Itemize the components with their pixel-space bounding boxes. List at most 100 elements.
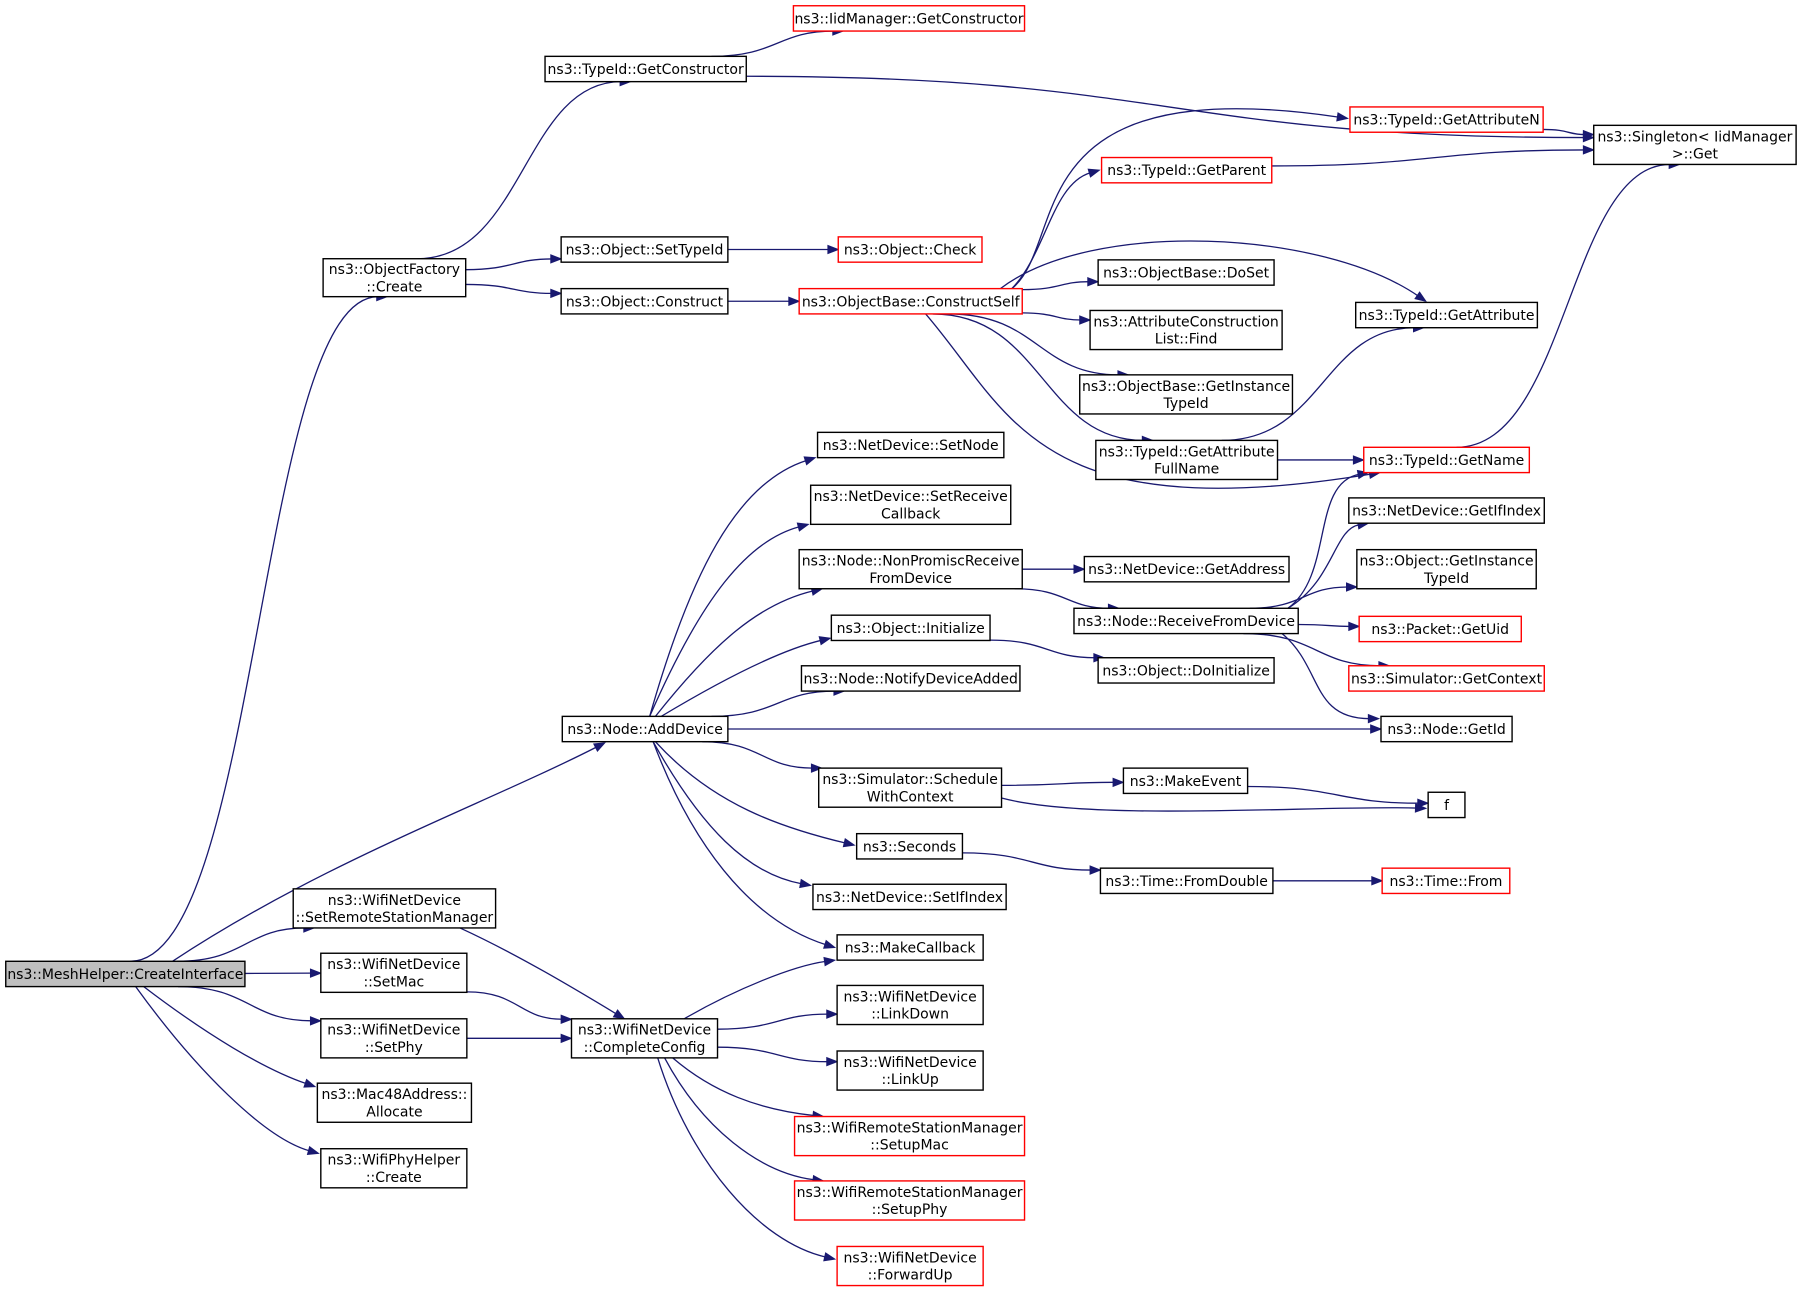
node-wrsm-setup-mac[interactable]: ns3::WifiRemoteStationManager::SetupMac [793, 1115, 1026, 1157]
node-box[interactable] [816, 431, 1005, 459]
node-box[interactable] [1097, 657, 1275, 684]
node-box[interactable] [798, 548, 1023, 590]
node-time-from-double[interactable]: ns3::Time::FromDouble [1099, 867, 1274, 895]
node-node-add-device[interactable]: ns3::Node::AddDevice [561, 715, 729, 743]
node-mac48-allocate[interactable]: ns3::Mac48Address::Allocate [316, 1082, 473, 1123]
node-wifi-link-down[interactable]: ns3::WifiNetDevice::LinkDown [836, 984, 984, 1026]
node-wifi-set-phy[interactable]: ns3::WifiNetDevice::SetPhy [320, 1018, 468, 1059]
node-box[interactable] [1349, 106, 1544, 133]
node-box[interactable] [1348, 497, 1545, 524]
node-node-receive-from-device[interactable]: ns3::Node::ReceiveFromDevice [1073, 607, 1299, 635]
node-box[interactable] [1348, 665, 1545, 692]
node-box[interactable] [1354, 301, 1539, 329]
node-object-check[interactable]: ns3::Object::Check [837, 236, 983, 263]
node-box[interactable] [322, 258, 467, 298]
node-box[interactable] [5, 960, 246, 988]
node-box[interactable] [1089, 309, 1283, 351]
node-box[interactable] [1122, 767, 1249, 795]
node-netdevice-set-node[interactable]: ns3::NetDevice::SetNode [816, 431, 1005, 459]
node-wifi-set-mac[interactable]: ns3::WifiNetDevice::SetMac [320, 952, 468, 994]
node-box[interactable] [1099, 867, 1274, 895]
node-box[interactable] [292, 888, 497, 929]
node-wrsm-setup-phy[interactable]: ns3::WifiRemoteStationManager::SetupPhy [793, 1180, 1026, 1221]
node-box[interactable] [1380, 715, 1513, 743]
node-typeid-get-parent[interactable]: ns3::TypeId::GetParent [1100, 156, 1273, 184]
node-box[interactable] [830, 614, 991, 642]
node-simulator-get-context[interactable]: ns3::Simulator::GetContext [1348, 665, 1545, 692]
node-box[interactable] [836, 1050, 984, 1091]
node-typeid-get-attribute[interactable]: ns3::TypeId::GetAttribute [1354, 301, 1539, 329]
node-box[interactable] [1356, 548, 1537, 590]
node-wifiphyhelper-create[interactable]: ns3::WifiPhyHelper::Create [320, 1148, 468, 1189]
node-object-factory-create[interactable]: ns3::ObjectFactory::Create [322, 258, 467, 298]
node-box[interactable] [836, 1245, 984, 1287]
node-typeid-get-constructor[interactable]: ns3::TypeId::GetConstructor [544, 55, 747, 83]
node-box[interactable] [1097, 259, 1275, 286]
node-box[interactable] [793, 1115, 1026, 1157]
node-box[interactable] [544, 55, 747, 83]
node-wifi-complete-config[interactable]: ns3::WifiNetDevice::CompleteConfig [570, 1018, 719, 1059]
node-time-from[interactable]: ns3::Time::From [1381, 867, 1511, 895]
node-wifi-set-remote-station-manager[interactable]: ns3::WifiNetDevice::SetRemoteStationMana… [292, 888, 497, 929]
node-box[interactable] [1381, 867, 1511, 895]
node-box[interactable] [792, 5, 1026, 32]
node-wifi-forward-up[interactable]: ns3::WifiNetDevice::ForwardUp [836, 1245, 984, 1287]
node-box[interactable] [836, 984, 984, 1026]
node-make-event[interactable]: ns3::MakeEvent [1122, 767, 1249, 795]
node-netdevice-get-ifindex[interactable]: ns3::NetDevice::GetIfIndex [1348, 497, 1545, 524]
node-box[interactable] [561, 715, 729, 743]
node-packet-get-uid[interactable]: ns3::Packet::GetUid [1358, 615, 1522, 643]
node-box[interactable] [812, 883, 1007, 911]
node-box[interactable] [818, 767, 1003, 808]
node-object-set-typeid[interactable]: ns3::Object::SetTypeId [560, 236, 729, 263]
node-netdevice-get-address[interactable]: ns3::NetDevice::GetAddress [1083, 555, 1290, 583]
node-box[interactable] [560, 287, 729, 315]
node-box[interactable] [855, 832, 964, 860]
node-box[interactable] [1083, 555, 1290, 583]
node-wifi-link-up[interactable]: ns3::WifiNetDevice::LinkUp [836, 1050, 984, 1091]
node-box[interactable] [1363, 446, 1531, 474]
node-box[interactable] [1095, 439, 1279, 481]
node-box[interactable] [837, 236, 983, 263]
node-box[interactable] [1100, 156, 1273, 184]
node-singleton-get[interactable]: ns3::Singleton< IidManager >::Get [1593, 124, 1797, 166]
node-box[interactable] [793, 1180, 1026, 1221]
node-object-initialize[interactable]: ns3::Object::Initialize [830, 614, 991, 642]
node-typeid-get-attribute-n[interactable]: ns3::TypeId::GetAttributeN [1349, 106, 1544, 133]
node-box[interactable] [320, 952, 468, 994]
node-box[interactable] [560, 236, 729, 263]
node-box[interactable] [1073, 607, 1299, 635]
node-box[interactable] [320, 1148, 468, 1189]
node-box[interactable] [1593, 124, 1797, 166]
node-make-callback[interactable]: ns3::MakeCallback [836, 934, 984, 961]
node-typeid-get-name[interactable]: ns3::TypeId::GetName [1363, 446, 1531, 474]
node-seconds[interactable]: ns3::Seconds [855, 832, 964, 860]
node-box[interactable] [809, 484, 1012, 526]
node-box[interactable] [798, 287, 1023, 315]
node-box[interactable] [320, 1018, 468, 1059]
node-f[interactable]: f [1427, 791, 1466, 819]
node-box[interactable] [836, 934, 984, 961]
node-iidmanager-get-constructor[interactable]: ns3::IidManager::GetConstructor [792, 5, 1026, 32]
node-box[interactable] [570, 1018, 719, 1059]
node-object-construct[interactable]: ns3::Object::Construct [560, 287, 729, 315]
node-node-notify-device-added[interactable]: ns3::Node::NotifyDeviceAdded [800, 665, 1021, 692]
node-box[interactable] [1079, 374, 1294, 415]
node-box[interactable] [316, 1082, 473, 1123]
node-box[interactable] [800, 665, 1021, 692]
node-node-get-id[interactable]: ns3::Node::GetId [1380, 715, 1513, 743]
node-objectbase-construct-self[interactable]: ns3::ObjectBase::ConstructSelf [798, 287, 1023, 315]
node-box[interactable] [1358, 615, 1522, 643]
node-box[interactable] [1427, 791, 1466, 819]
node-create-interface[interactable]: ns3::MeshHelper::CreateInterface [5, 960, 246, 988]
node-netdevice-set-ifindex[interactable]: ns3::NetDevice::SetIfIndex [812, 883, 1007, 911]
node-objectbase-doset[interactable]: ns3::ObjectBase::DoSet [1097, 259, 1275, 286]
node-object-do-initialize[interactable]: ns3::Object::DoInitialize [1097, 657, 1275, 684]
